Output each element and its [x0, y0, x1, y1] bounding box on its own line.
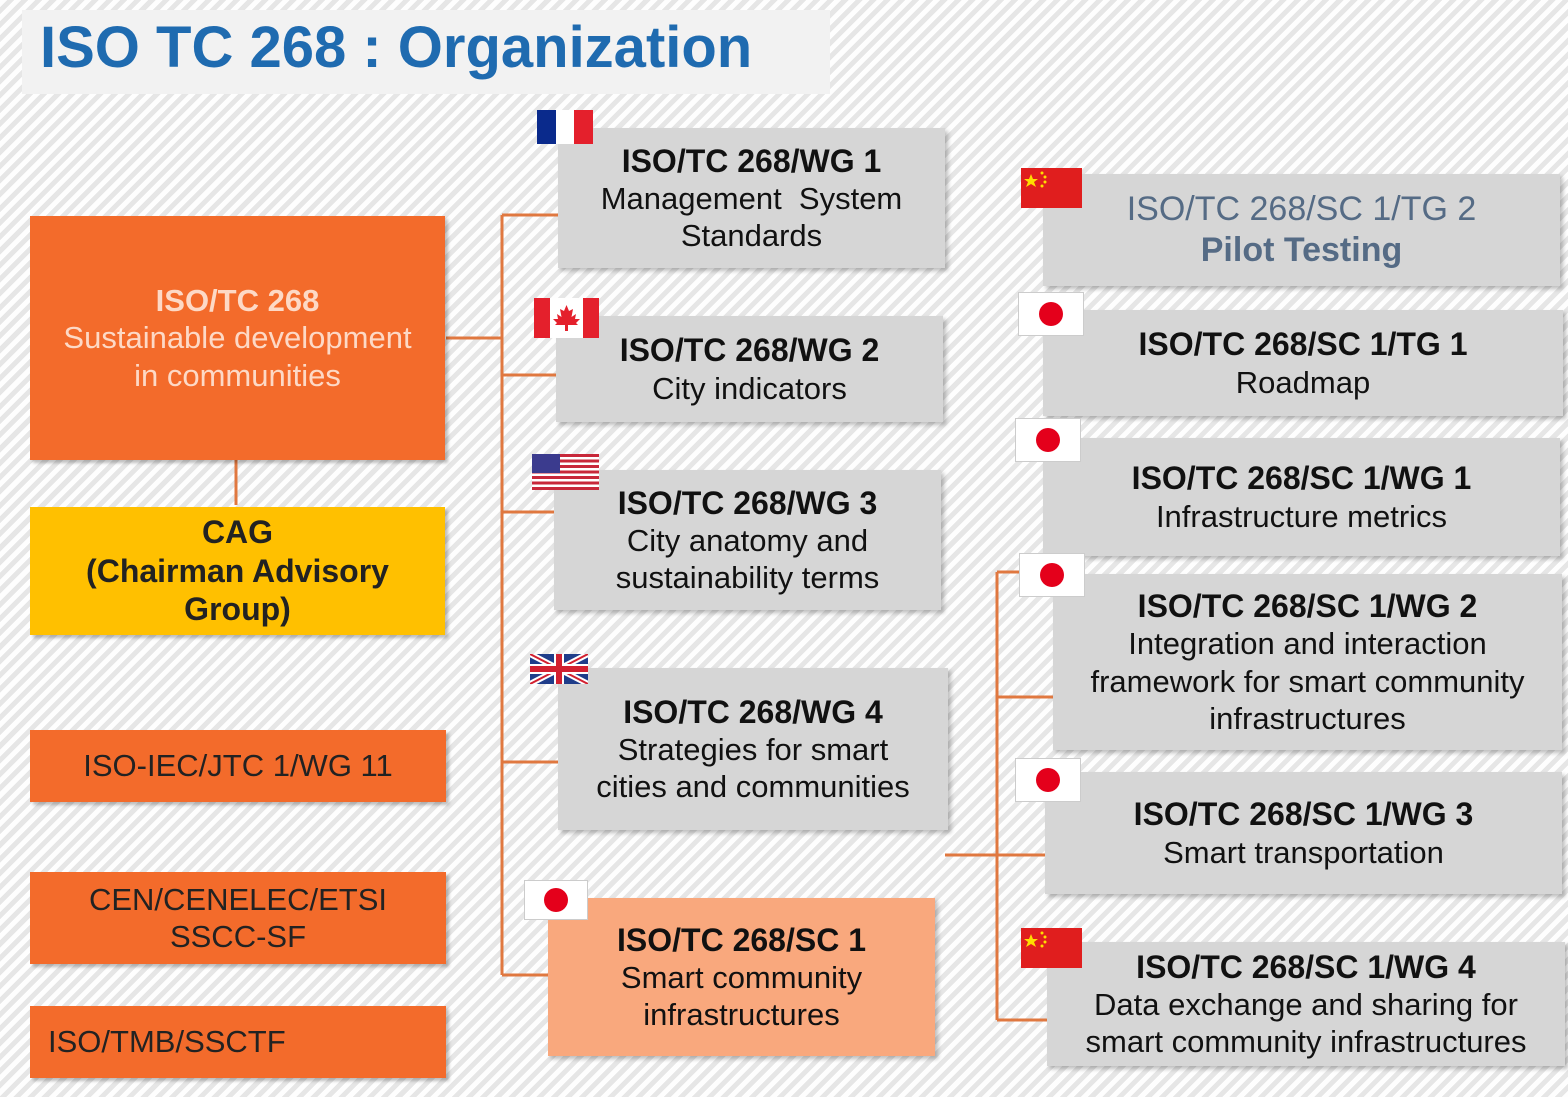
sc1-wg1-code: ISO/TC 268/SC 1/WG 1 — [1131, 460, 1472, 497]
sc1-line2: infrastructures — [643, 997, 840, 1033]
china-flag-icon — [1021, 928, 1082, 968]
sc1-tg2-line1: Pilot Testing — [1200, 231, 1403, 269]
sc1-wg3-code: ISO/TC 268/SC 1/WG 3 — [1133, 796, 1474, 833]
wg4-box: ISO/TC 268/WG 4 Strategies for smart cit… — [558, 668, 948, 830]
sc1-wg1-box: ISO/TC 268/SC 1/WG 1 Infrastructure metr… — [1043, 438, 1560, 556]
sc1-code: ISO/TC 268/SC 1 — [617, 921, 866, 958]
wg1-box: ISO/TC 268/WG 1 Management System Standa… — [558, 128, 945, 268]
cag-line3: Group) — [184, 591, 291, 628]
tc268-line2: in communities — [134, 357, 341, 393]
usa-flag-icon — [532, 454, 599, 490]
sc1-tg1-box: ISO/TC 268/SC 1/TG 1 Roadmap — [1043, 310, 1563, 416]
wg4-line2: cities and communities — [596, 769, 910, 805]
liaison-jtc1-label: ISO-IEC/JTC 1/WG 11 — [83, 748, 393, 784]
tc268-main-box: ISO/TC 268 Sustainable development in co… — [30, 216, 445, 460]
liaison-jtc1-box: ISO-IEC/JTC 1/WG 11 — [30, 730, 446, 802]
sc1-wg2-line3: infrastructures — [1209, 700, 1406, 736]
liaison-cen-line1: CEN/CENELEC/ETSI — [88, 881, 387, 917]
sc1-wg2-code: ISO/TC 268/SC 1/WG 2 — [1137, 588, 1478, 625]
japan-flag-icon — [1019, 553, 1085, 597]
wg2-box: ISO/TC 268/WG 2 City indicators — [556, 316, 943, 422]
france-flag-icon — [537, 110, 593, 144]
wg4-line1: Strategies for smart — [617, 732, 889, 767]
wg3-box: ISO/TC 268/WG 3 City anatomy and sustain… — [554, 470, 941, 610]
sc1-tg2-box: ISO/TC 268/SC 1/TG 2 Pilot Testing — [1043, 174, 1560, 286]
tc268-code: ISO/TC 268 — [155, 283, 320, 319]
wg2-code: ISO/TC 268/WG 2 — [619, 332, 880, 369]
cag-line2: (Chairman Advisory — [86, 552, 389, 589]
wg3-line2: sustainability terms — [615, 560, 880, 596]
wg1-code: ISO/TC 268/WG 1 — [621, 142, 882, 179]
cag-line1: CAG — [201, 514, 274, 551]
sc1-wg1-line1: Infrastructure metrics — [1155, 498, 1448, 534]
page-title: ISO TC 268 : Organization — [40, 15, 753, 80]
wg1-line1: Management System — [600, 181, 903, 216]
liaison-tmb-box: ISO/TMB/SSCTF — [30, 1006, 446, 1078]
title-banner — [22, 10, 830, 94]
sc1-wg2-box: ISO/TC 268/SC 1/WG 2 Integration and int… — [1053, 574, 1562, 750]
sc1-line1: Smart community — [620, 960, 863, 995]
canada-flag-icon — [534, 298, 599, 338]
japan-flag-icon — [1018, 292, 1084, 336]
sc1-wg2-line2: framework for smart community — [1090, 663, 1525, 699]
sc1-wg4-code: ISO/TC 268/SC 1/WG 4 — [1136, 948, 1476, 985]
tc268-line1: Sustainable development — [63, 320, 412, 356]
sc1-tg1-code: ISO/TC 268/SC 1/TG 1 — [1138, 326, 1468, 363]
china-flag-icon — [1021, 168, 1082, 208]
sc1-box: ISO/TC 268/SC 1 Smart community infrastr… — [548, 898, 935, 1056]
sc1-tg2-code: ISO/TC 268/SC 1/TG 2 — [1126, 190, 1477, 229]
wg3-line1: City anatomy and — [626, 523, 869, 558]
liaison-tmb-label: ISO/TMB/SSCTF — [48, 1024, 286, 1060]
liaison-cen-box: CEN/CENELEC/ETSI SSCC-SF — [30, 872, 446, 964]
japan-flag-icon — [524, 880, 588, 920]
wg2-line1: City indicators — [652, 370, 847, 406]
sc1-wg4-line2: smart community infrastructures — [1085, 1024, 1527, 1060]
uk-flag-icon — [530, 654, 588, 684]
sc1-wg4-line1: Data exchange and sharing for — [1094, 987, 1518, 1022]
sc1-wg3-box: ISO/TC 268/SC 1/WG 3 Smart transportatio… — [1045, 772, 1562, 894]
liaison-cen-line2: SSCC-SF — [169, 919, 307, 954]
cag-box: CAG (Chairman Advisory Group) — [30, 507, 445, 635]
wg4-code: ISO/TC 268/WG 4 — [623, 693, 883, 730]
japan-flag-icon — [1015, 418, 1081, 462]
sc1-wg2-line1: Integration and interaction — [1128, 626, 1487, 662]
sc1-wg3-line1: Smart transportation — [1163, 834, 1444, 870]
wg3-code: ISO/TC 268/WG 3 — [617, 484, 878, 521]
japan-flag-icon — [1015, 758, 1081, 802]
sc1-wg4-box: ISO/TC 268/SC 1/WG 4 Data exchange and s… — [1047, 942, 1565, 1066]
sc1-tg1-line1: Roadmap — [1235, 364, 1371, 400]
wg1-line2: Standards — [680, 218, 823, 254]
